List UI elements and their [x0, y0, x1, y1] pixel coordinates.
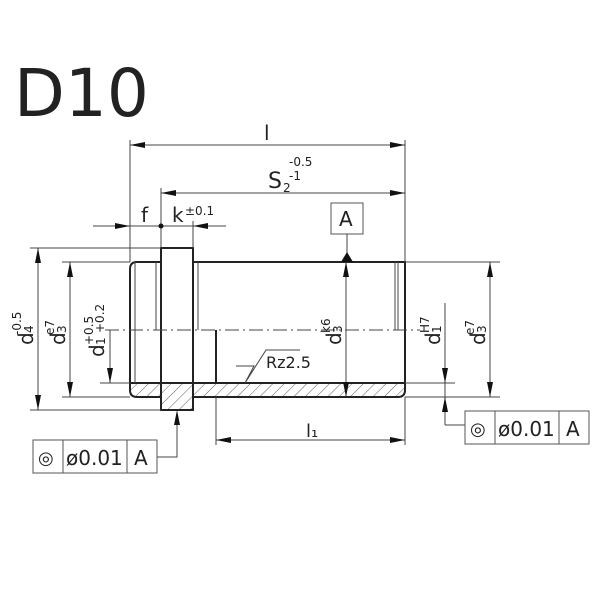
- svg-text:A: A: [566, 417, 580, 441]
- dimension-f-k: f k ±0.1: [93, 203, 226, 229]
- svg-text:A: A: [339, 207, 353, 231]
- svg-text:+0.2: +0.2: [93, 304, 107, 333]
- dimension-d3-k6: d 3 k6: [319, 262, 349, 397]
- svg-text:H7: H7: [418, 316, 432, 333]
- svg-text:3: 3: [331, 325, 345, 333]
- svg-text:k6: k6: [319, 318, 333, 333]
- tolerance-frame-right: ◎ ø0.01 A: [445, 410, 590, 445]
- dimension-l: l: [130, 121, 405, 148]
- concentricity-icon: ◎: [38, 448, 54, 469]
- svg-text:ø0.01: ø0.01: [498, 417, 555, 441]
- svg-text:1: 1: [94, 337, 108, 345]
- svg-text:1: 1: [430, 325, 444, 333]
- drawing-title: D10: [14, 55, 149, 132]
- svg-text:A: A: [134, 446, 148, 470]
- svg-text:3: 3: [475, 325, 489, 333]
- svg-text:d: d: [14, 332, 38, 345]
- svg-text:l: l: [264, 121, 270, 145]
- svg-text:k: k: [172, 203, 184, 227]
- svg-text:-0.5: -0.5: [10, 312, 24, 335]
- dimension-d1-h7: d 1 H7: [418, 303, 448, 425]
- dimension-d3-right: d 3 e7: [463, 262, 493, 397]
- svg-text:S: S: [268, 169, 282, 194]
- svg-text:e7: e7: [43, 320, 57, 335]
- svg-text:d: d: [46, 332, 70, 345]
- tolerance-frame-left: ◎ ø0.01 A: [32, 410, 180, 474]
- datum-feature: A: [330, 202, 364, 262]
- dimension-d3-left: d 3 e7: [43, 262, 73, 397]
- svg-text:4: 4: [22, 325, 36, 333]
- svg-text:d: d: [466, 332, 490, 345]
- svg-text:3: 3: [55, 325, 69, 333]
- dimension-l1: l₁: [216, 421, 405, 443]
- svg-text:ø0.01: ø0.01: [66, 446, 123, 470]
- part-outline: [105, 247, 420, 411]
- svg-text:l₁: l₁: [306, 421, 318, 442]
- svg-text:Rz2.5: Rz2.5: [266, 353, 311, 372]
- svg-text:-1: -1: [289, 169, 301, 183]
- svg-text:d: d: [322, 332, 346, 345]
- svg-text:d: d: [421, 332, 445, 345]
- dimension-d1-left: d 1 +0.5 +0.2: [82, 304, 113, 383]
- dimension-s2: S 2 -0.5 -1: [161, 155, 405, 196]
- surface-finish-symbol: Rz2.5: [236, 349, 311, 384]
- concentricity-icon: ◎: [470, 419, 486, 440]
- svg-text:f: f: [141, 203, 149, 227]
- svg-text:+0.5: +0.5: [82, 316, 96, 345]
- svg-text:e7: e7: [463, 320, 477, 335]
- svg-text:2: 2: [283, 181, 291, 195]
- dimension-d4: d 4 -0.5: [10, 248, 41, 410]
- svg-text:±0.1: ±0.1: [185, 204, 214, 218]
- svg-text:-0.5: -0.5: [289, 155, 312, 169]
- svg-text:d: d: [85, 344, 109, 357]
